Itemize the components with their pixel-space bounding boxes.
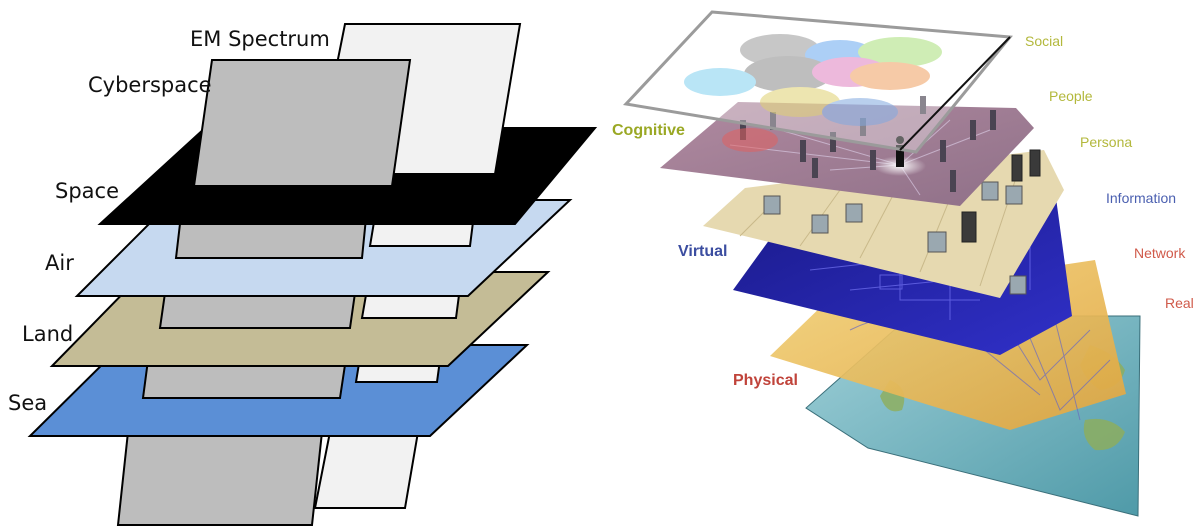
label-land: Land [22, 322, 73, 346]
label-real: Real [1165, 295, 1194, 311]
highlighted-person [896, 136, 904, 167]
em-spectrum-plane-bottom [313, 431, 420, 509]
social-ellipses [684, 34, 942, 152]
social-to-person-line [899, 36, 1011, 151]
persona-computers [763, 149, 1041, 295]
cyberspace-plane [192, 59, 412, 187]
left-stack-diagram: EM Spectrum Cyberspace Space Air Land Se… [8, 23, 598, 526]
label-information: Information [1106, 190, 1176, 206]
label-virtual: Virtual [678, 243, 728, 260]
label-social: Social [1025, 33, 1063, 49]
people-figures [740, 96, 996, 192]
label-physical: Physical [733, 372, 798, 389]
cyberspace-plane-bottom [116, 431, 324, 526]
label-em-spectrum: EM Spectrum [190, 27, 330, 51]
label-sea: Sea [8, 391, 47, 415]
label-network: Network [1134, 245, 1186, 261]
label-cognitive: Cognitive [612, 122, 685, 139]
label-persona: Persona [1080, 134, 1132, 150]
label-people: People [1049, 88, 1093, 104]
label-space: Space [55, 179, 119, 203]
label-cyberspace: Cyberspace [88, 73, 212, 97]
label-air: Air [45, 251, 74, 275]
right-layer-diagram: Cognitive Virtual Physical Social People… [612, 10, 1194, 517]
